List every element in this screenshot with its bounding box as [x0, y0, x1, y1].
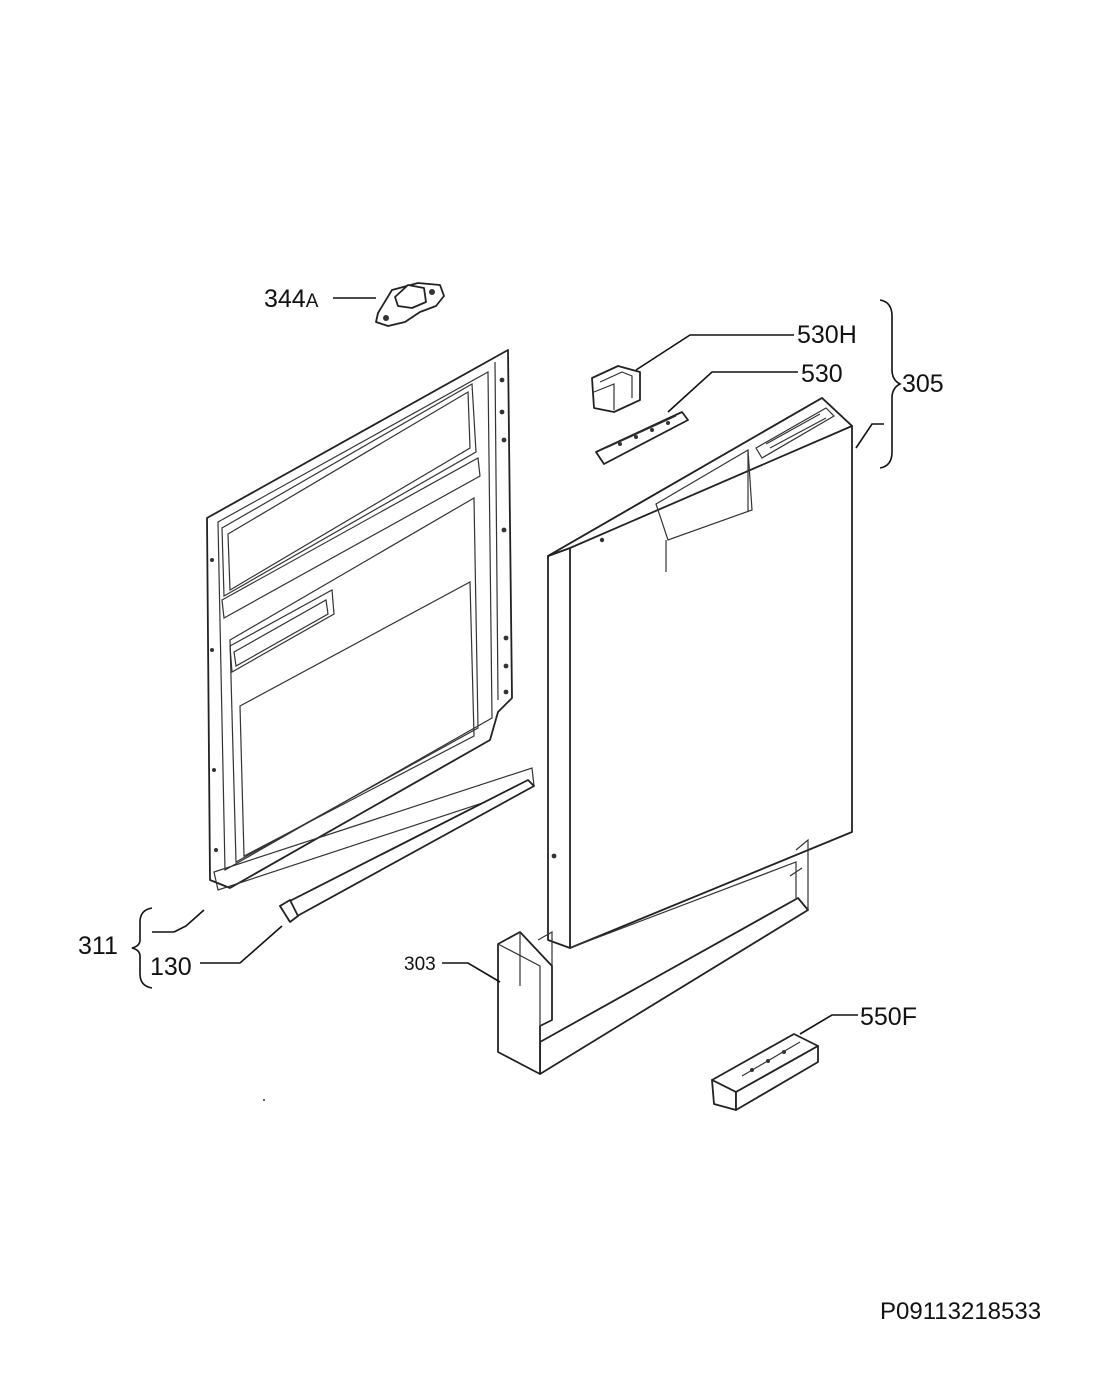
leader-530	[667, 371, 798, 413]
label-305[interactable]: 305	[902, 370, 944, 398]
leader-311-tail	[173, 909, 205, 933]
label-530[interactable]: 530	[801, 360, 843, 388]
label-311[interactable]: 311	[78, 932, 118, 960]
part-305-outer-door[interactable]	[547, 397, 853, 949]
part-530-strip[interactable]	[595, 411, 689, 465]
leader-530h	[635, 334, 794, 371]
brace-305	[879, 299, 902, 469]
leader-550f	[799, 1014, 858, 1035]
stray-dot	[263, 1099, 265, 1101]
label-130[interactable]: 130	[150, 953, 192, 981]
label-303[interactable]: 303	[404, 954, 436, 975]
part-311-inner-door[interactable]	[206, 349, 535, 891]
leader-305	[855, 423, 884, 449]
part-303-kickplate[interactable]	[497, 838, 809, 1075]
drawing-code: P09113218533	[880, 1298, 1041, 1325]
part-550f-module[interactable]	[711, 1033, 819, 1111]
label-530h[interactable]: 530H	[797, 321, 857, 349]
part-130-strip[interactable]	[279, 779, 535, 923]
leader-130	[200, 925, 283, 964]
part-530h-clip[interactable]	[591, 365, 641, 413]
leader-303	[442, 962, 501, 983]
label-550f[interactable]: 550F	[860, 1003, 917, 1031]
label-344a[interactable]: 344A	[264, 285, 319, 313]
brace-311	[131, 907, 153, 989]
part-344a-bracket[interactable]	[375, 282, 445, 327]
